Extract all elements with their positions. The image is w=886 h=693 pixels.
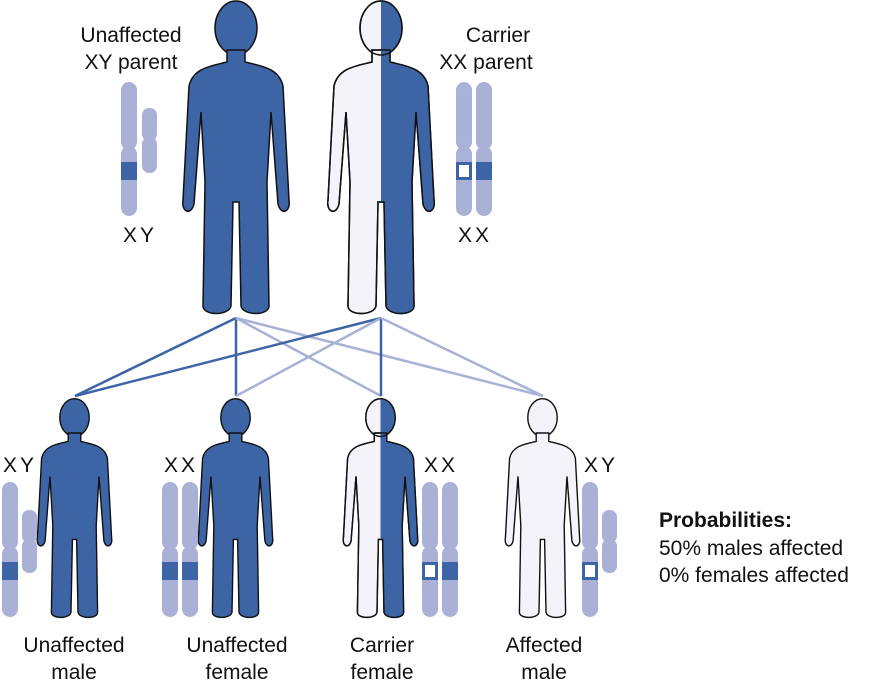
child3-chromosomes — [422, 482, 458, 617]
child1-figure — [36, 398, 113, 619]
child2-chromosome-label: XX — [164, 454, 198, 477]
mother-chromosomes — [456, 82, 492, 216]
child3-label-line1: Carrier — [350, 634, 414, 657]
mother-chromosome-label: XX — [458, 224, 492, 247]
child4-chromosome-label: XY — [584, 454, 618, 477]
line-mother-child1 — [74, 316, 382, 398]
mother-figure — [326, 0, 436, 315]
chromosomes — [2, 82, 617, 617]
child2-chromosomes — [162, 482, 198, 617]
inheritance-lines — [74, 316, 544, 398]
probabilities-title: Probabilities: — [659, 509, 792, 532]
child3-chromosome-label: XX — [424, 454, 458, 477]
child4-label-line2: male — [521, 661, 567, 684]
father-label-line1: Unaffected — [80, 24, 181, 47]
line-mother-child2 — [235, 316, 382, 398]
father-chromosome-label: XY — [123, 224, 157, 247]
child1-label-line1: Unaffected — [23, 634, 124, 657]
child3-label-line2: female — [350, 661, 413, 684]
child2-figure — [197, 398, 274, 619]
father-chromosomes — [121, 82, 157, 216]
child2-label-line1: Unaffected — [186, 634, 287, 657]
probabilities-line1: 50% males affected — [659, 537, 843, 560]
father-label-line2: XY parent — [84, 51, 177, 74]
child4-chromosomes — [582, 482, 617, 617]
line-mother-child4 — [380, 316, 544, 398]
child1-chromosome-label: XY — [3, 454, 37, 477]
x-gene-band-normal — [476, 162, 492, 180]
child1-chromosomes — [2, 482, 37, 617]
probabilities-line2: 0% females affected — [659, 564, 849, 587]
child2-label-line2: female — [205, 661, 268, 684]
line-father-child4 — [235, 316, 544, 398]
mother-label-line2: XX parent — [439, 51, 533, 74]
x-gene-band-mutant — [456, 162, 472, 180]
line-father-child1 — [74, 316, 237, 398]
child4-label-line1: Affected — [506, 634, 583, 657]
child4-figure — [504, 398, 581, 619]
x-gene-band-normal — [121, 162, 137, 180]
child3-figure — [342, 398, 419, 619]
father-figure — [181, 0, 291, 315]
child1-label-line2: male — [51, 661, 97, 684]
mother-label-line1: Carrier — [466, 24, 530, 47]
